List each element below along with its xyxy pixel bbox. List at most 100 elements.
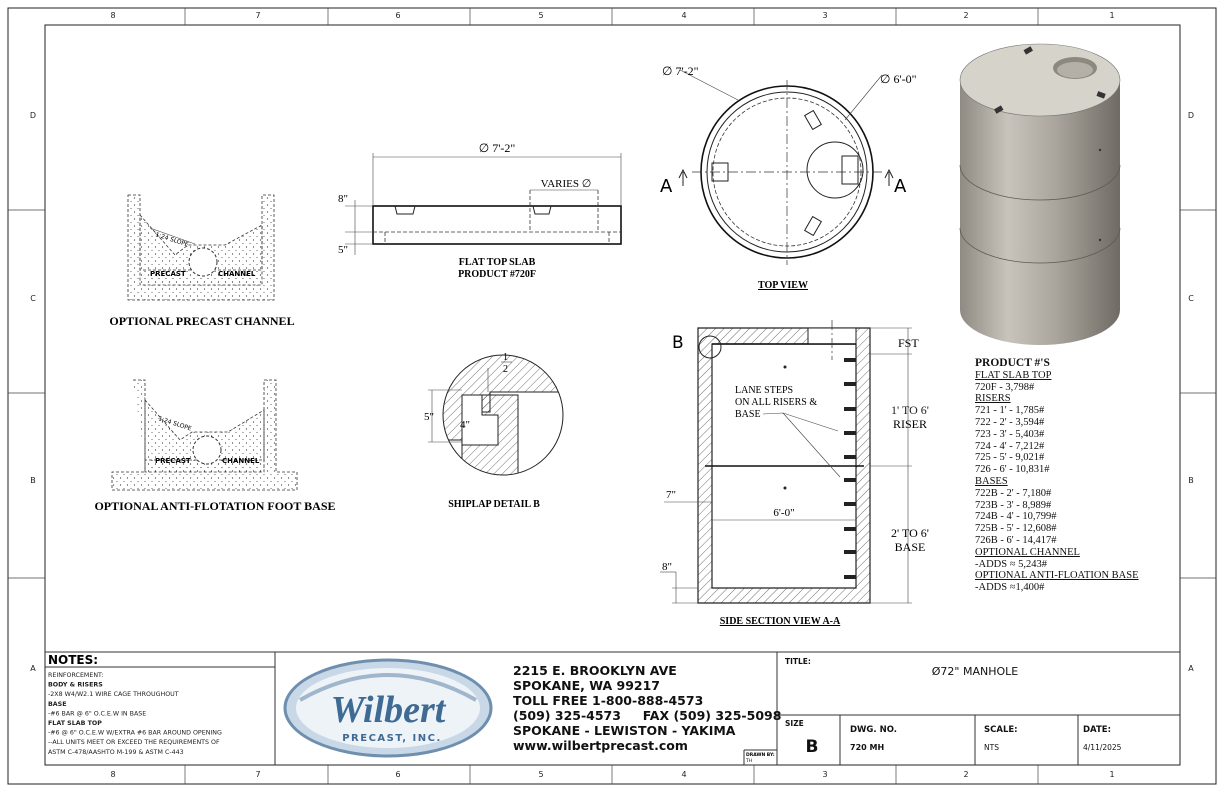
inner-border [44,24,1181,766]
product-item: 726B - 6' - 14,417# [975,534,1057,546]
zone-col: 7 [255,770,260,779]
top-view: ∅ 7'-2" ∅ 6'-0" A A TOP VIEW [660,64,917,291]
scale-value: NTS [984,743,999,752]
zone-col: 6 [395,11,400,20]
company-line: 2215 E. BROOKLYN AVE [513,663,677,678]
product-item: 722 - 2' - 3,594# [975,416,1045,428]
zone-ticks [8,8,1216,784]
inner-diameter-dim: ∅ 6'-0" [880,72,917,86]
zone-row: C [1188,294,1194,303]
flat-top-slab-view: ∅ 7'-2" VARIES ∅ 8" 5" FLAT TOP SLAB PRO… [338,141,622,280]
product-item: 723 - 3' - 5,403# [975,428,1045,440]
shiplap-detail: 5" 4" 1 2 SHIPLAP DETAIL B [424,352,564,510]
zone-col: 8 [110,770,115,779]
note-line: -#6 @ 6" O.C.E.W W/EXTRA #6 BAR AROUND O… [48,729,222,737]
note-line: -#6 BAR @ 6" O.C.E.W IN BASE [48,709,146,717]
product-group-title: FLAT SLAB TOP [975,369,1052,381]
slab-product-caption: PRODUCT #720F [458,269,536,280]
note-line: ASTM C-478/AASHTO M-199 & ASTM C-443 [48,749,184,756]
base-label: BASE [895,540,926,554]
zone-row: D [1188,111,1194,120]
company-info: 2215 E. BROOKLYN AVE SPOKANE, WA 99217 T… [513,663,781,753]
notes-list: REINFORCEMENT: BODY & RISERS -2X8 W4/W2.1 … [48,672,222,756]
precast-label: PRECAST [155,457,191,465]
product-heading: PRODUCT #'S [975,358,1050,369]
product-item: 720F - 3,798# [975,381,1035,393]
zone-row: B [30,476,36,485]
company-line: TOLL FREE 1-800-888-4573 [513,693,703,708]
wall-thickness-dim: 7" [666,489,676,501]
dwg-no-label: DWG. NO. [850,725,897,735]
product-item: 725B - 5' - 12,608# [975,523,1057,535]
sheet-size: B [806,737,819,757]
slab-thickness-dim: 8" [338,193,348,205]
company-line: (509) 325-4573 FAX (509) 325-5098 [513,708,781,723]
foot-base-detail: 1:24 SLOPE PRECAST CHANNEL OPTIONAL ANTI… [94,379,336,513]
product-item: 723B - 3' - 8,989# [975,499,1052,511]
logo-subtitle: PRECAST, INC. [342,733,442,744]
company-website[interactable]: www.wilbertprecast.com [513,738,688,753]
note-line: BODY & RISERS [48,682,103,689]
riser-label: RISER [893,417,927,431]
product-item: 726 - 6' - 10,831# [975,464,1050,476]
product-item: 725 - 5' - 9,021# [975,452,1045,464]
note-line: -2X8 W4/W2.1 WIRE CAGE THROUGHOUT [48,691,179,698]
fst-label: FST [898,336,919,350]
date-value: 4/11/2025 [1083,743,1122,752]
note-line: BASE [48,701,67,708]
zone-col: 7 [255,11,260,20]
product-item: 722B - 2' - 7,180# [975,487,1052,499]
detail-b-marker: B [672,333,684,353]
note-line: FLAT SLAB TOP [48,720,102,727]
date-label: DATE: [1083,725,1111,735]
precast-channel-caption: OPTIONAL PRECAST CHANNEL [109,314,294,328]
company-line: SPOKANE, WA 99217 [513,678,660,693]
top-view-caption: TOP VIEW [758,280,808,291]
foot-base-caption: OPTIONAL ANTI-FLOTATION FOOT BASE [94,499,335,513]
base-height-label: 2' TO 6' [891,526,929,540]
zone-row: C [30,294,36,303]
zone-col: 4 [681,770,686,779]
side-section-view: B LANE STEPS ON ALL RISERS & BASE FST 1'… [660,320,929,627]
slab-lip-dim: 5" [338,244,348,256]
shiplap-caption: SHIPLAP DETAIL B [448,499,540,510]
drawing-title: Ø72" MANHOLE [932,665,1019,678]
size-label: SIZE [785,719,804,728]
shiplap-gap-den: 2 [503,364,508,375]
floor-thickness-dim: 8" [662,561,672,573]
product-group-title: BASES [975,475,1008,487]
zone-col: 2 [963,770,968,779]
slab-diameter-dim: ∅ 7'-2" [479,141,516,155]
title-block [45,651,1180,765]
zone-col: 6 [395,770,400,779]
precast-channel-detail: 1:24 SLOPE PRECAST CHANNEL OPTIONAL PREC… [109,194,295,328]
inner-diameter-dim: 6'-0" [773,507,794,519]
company-line: SPOKANE - LEWISTON - YAKIMA [513,723,736,738]
outer-diameter-dim: ∅ 7'-2" [662,64,699,78]
zone-col: 1 [1109,770,1114,779]
title-fields: TITLE: Ø72" MANHOLE SIZE B DWG. NO. 720 … [785,657,1122,757]
lane-steps [844,358,856,579]
product-item: 721 - 1' - 1,785# [975,405,1045,417]
steps-note: ON ALL RISERS & [735,397,817,408]
steps-note: BASE [735,409,761,420]
product-item: -ADDS ≈ 5,243# [975,558,1047,570]
zone-col: 8 [110,11,115,20]
note-line: --ALL UNITS MEET OR EXCEED THE REQUIREME… [48,739,220,746]
note-line: REINFORCEMENT: [48,672,103,679]
precast-label: PRECAST [150,270,186,278]
zone-col: 3 [822,11,827,20]
scale-label: SCALE: [984,725,1018,735]
channel-label: CHANNEL [222,457,260,465]
channel-label: CHANNEL [218,270,256,278]
notes-heading: NOTES: [48,653,98,667]
section-marker-left: A [660,176,673,197]
steps-note: LANE STEPS [735,385,793,396]
dwg-no: 720 MH [850,743,884,752]
slab-opening-dim: VARIES ∅ [541,178,592,190]
drawn-by-label: DRAWN BY: [746,752,775,758]
wilbert-logo: Wilbert PRECAST, INC. [283,658,493,758]
manhole-3d-render [959,43,1121,345]
product-item: 724B - 4' - 10,799# [975,511,1057,523]
